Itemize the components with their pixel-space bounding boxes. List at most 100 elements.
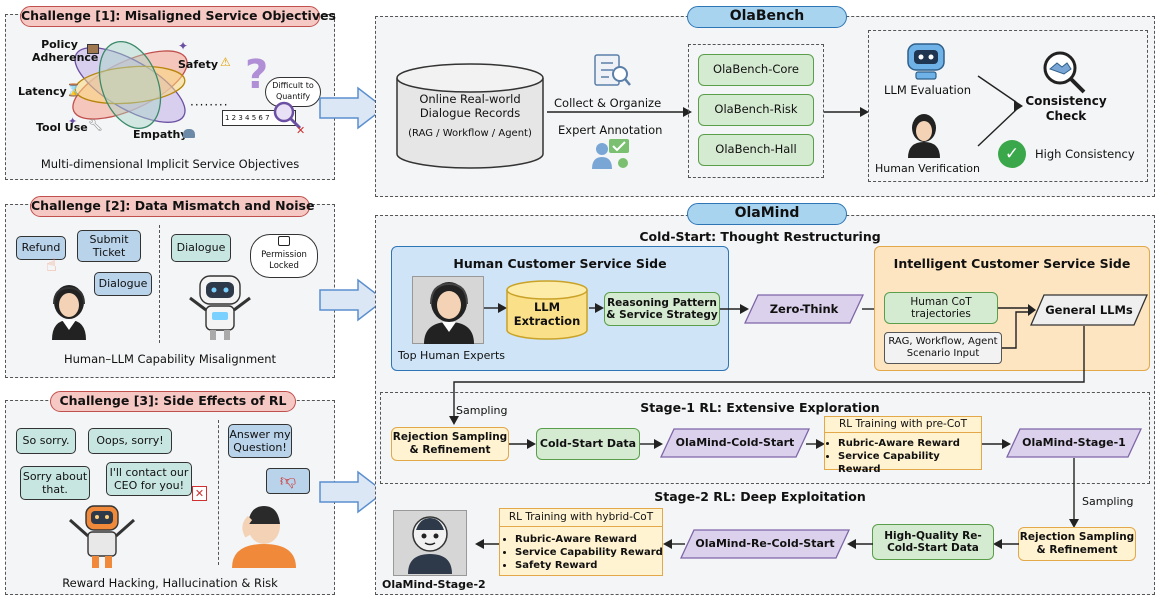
rl-pre-label: RL Training with pre-CoT — [824, 418, 982, 433]
hand-pointer-icon: ☝ — [46, 255, 57, 276]
llm-extraction-label: LLM Extraction — [513, 300, 581, 328]
wrench-icon: 🔧︎ — [88, 118, 104, 132]
arrow-reason-zero — [720, 304, 749, 314]
stage2-robot-icon — [408, 516, 452, 574]
arrow-stage1-rejection2 — [1069, 458, 1079, 528]
hybrid-reward-rubric: Rubric-Aware Reward — [515, 533, 663, 546]
rl-pre-rewards: Rubric-Aware Reward Service Capability R… — [826, 437, 982, 476]
arrow-olacold-rlpre — [806, 439, 825, 449]
dialogue-bubble-right: Dialogue — [171, 234, 231, 262]
general-llm-label: General LLMs — [1045, 303, 1133, 317]
book-icon — [87, 44, 99, 54]
svg-text:✦: ✦ — [178, 39, 188, 53]
reasoning-box: Reasoning Pattern & Service Strategy — [604, 292, 720, 326]
safety-label: Safety — [178, 58, 219, 71]
zero-think-label: Zero-Think — [769, 302, 839, 316]
llm-robot-icon — [907, 43, 945, 80]
rl-hybrid-box — [499, 508, 663, 576]
sampling1-label: Sampling — [456, 404, 508, 417]
high-quality-box: High-Quality Re-Cold-Start Data — [872, 524, 994, 560]
challenge1-caption: Multi-dimensional Implicit Service Objec… — [40, 157, 300, 171]
rejection1-box: Rejection Sampling & Refinement — [391, 427, 509, 461]
re-cold-shape — [680, 529, 850, 559]
rl-hybrid-rewards: Rubric-Aware Reward Service Capability R… — [503, 533, 663, 572]
arrow-hq-recold — [847, 539, 873, 549]
refund-bubble: Refund — [16, 236, 66, 260]
dots: ········ — [190, 98, 229, 112]
people-icon — [183, 129, 195, 138]
difficult-label: Difficult to Quantify — [272, 81, 314, 101]
stage1-title: Stage-1 RL: Extensive Exploration — [640, 400, 880, 415]
bench-hall: OlaBench-Hall — [698, 134, 814, 166]
sampling2-label: Sampling — [1082, 495, 1134, 508]
arrow-db-bench — [547, 107, 692, 117]
permission-label: Permission Locked — [261, 250, 307, 271]
llm-cylinder-icon — [506, 280, 588, 340]
ola-cold-shape — [660, 428, 810, 458]
bench-group — [688, 44, 824, 178]
consistency-label: Consistency Check — [1025, 94, 1107, 123]
challenge3-caption: Reward Hacking, Hallucination & Risk — [62, 576, 278, 590]
top-experts-label: Top Human Experts — [398, 349, 506, 362]
human-ver-label: Human Verification — [875, 162, 980, 175]
cot-box: Human CoT trajectories — [884, 292, 998, 324]
challenge3-divider — [218, 420, 219, 565]
sorry-about-bubble: Sorry about that. — [20, 466, 90, 500]
oops-bubble: Oops, sorry! — [88, 428, 172, 454]
arrow-rej2-hq — [993, 539, 1019, 549]
olamind-title: OlaMind — [687, 203, 847, 225]
big-arrow-3-icon — [319, 470, 386, 514]
frustrated-person-icon — [232, 506, 296, 568]
warning-icon: ⚠ — [220, 55, 231, 69]
arrow-eval-consistency — [977, 75, 1023, 147]
robot-icon — [189, 275, 251, 340]
agent-avatar-icon — [52, 285, 86, 340]
handshake-magnifier-icon — [1043, 51, 1086, 94]
rl-hybrid-label: RL Training with hybrid-CoT — [499, 511, 663, 527]
expert-label: Expert Annotation — [558, 123, 663, 137]
challenge3-title: Challenge [3]: Side Effects of RL — [50, 391, 296, 412]
challenge2-title: Challenge [2]: Data Mismatch and Noise — [30, 196, 314, 217]
stage1-panel — [380, 392, 1150, 484]
arrow-recold-rlhybrid — [663, 539, 685, 549]
intelligent-side-label: Intelligent Customer Service Side — [893, 256, 1131, 271]
submit-ticket-bubble: Submit Ticket — [77, 230, 141, 262]
arrow-llm-reason — [589, 303, 604, 313]
expert-avatar-icon — [424, 282, 474, 344]
ola-cold-label: OlaMind-Cold-Start — [675, 436, 795, 449]
contact-ceo-bubble: I'll contact our CEO for you! — [106, 462, 192, 496]
human-side-label: Human Customer Service Side — [453, 256, 667, 271]
pre-reward-service: Service Capability Reward — [838, 450, 982, 476]
arrow-expert-llm — [484, 303, 507, 313]
difficult-cloud — [265, 77, 321, 107]
hybrid-reward-safety: Safety Reward — [515, 559, 663, 572]
permission-cloud — [250, 234, 318, 278]
svg-text:✕: ✕ — [296, 124, 305, 137]
general-llm-shape — [1030, 294, 1148, 326]
objectives-ellipses-icon: ✦ ✦ — [68, 39, 188, 130]
eval-group — [868, 30, 1148, 182]
hourglass-icon: ⌛ — [66, 83, 81, 97]
thumbs-down-icon: 👎︎ — [266, 468, 310, 494]
so-sorry-bubble: So sorry. — [16, 428, 76, 454]
big-arrow-1-icon — [319, 86, 386, 130]
empathy-label: Empathy — [133, 128, 188, 141]
database-icon — [396, 63, 544, 169]
arrow-rlhybrid-stage2 — [475, 539, 499, 549]
re-cold-label: OlaMind-Re-Cold-Start — [695, 537, 835, 550]
bench-risk: OlaBench-Risk — [698, 94, 814, 126]
records-label: Online Real-world Dialogue Records — [419, 92, 521, 120]
lock-icon — [278, 236, 290, 246]
high-consistency-label: High Consistency — [1035, 147, 1135, 161]
arrow-bench-eval — [824, 107, 869, 117]
big-arrow-2-icon — [319, 278, 386, 322]
stage1-label: OlaMind-Stage-1 — [1022, 436, 1126, 449]
arrow-colddata-olacold — [640, 439, 663, 449]
challenge2-divider — [159, 225, 160, 343]
stage2-title: Stage-2 RL: Deep Exploitation — [654, 489, 866, 504]
llm-eval-label: LLM Evaluation — [884, 83, 972, 97]
records-sub-label: (RAG / Workflow / Agent) — [408, 128, 532, 139]
hybrid-reward-service: Service Capability Reward — [515, 546, 663, 559]
rag-input-box: RAG, Workflow, Agent Scenario Input — [884, 332, 1002, 364]
stage2-label: OlaMind-Stage-2 — [382, 578, 486, 591]
